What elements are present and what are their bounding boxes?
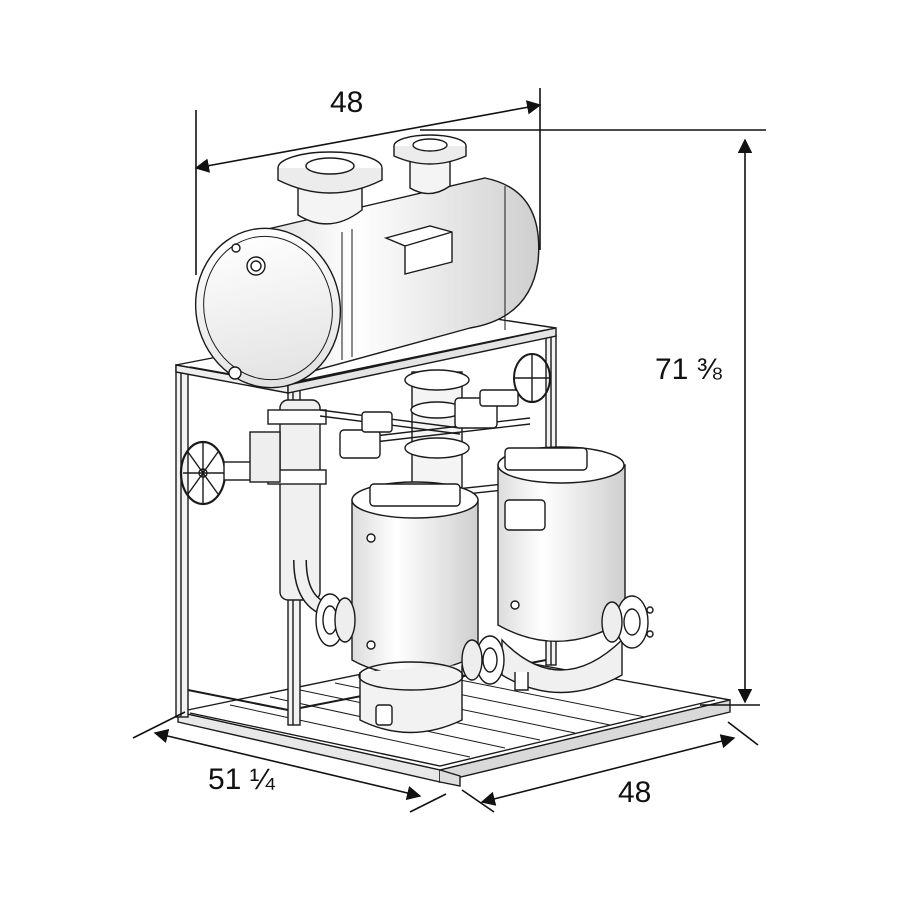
outlet-flange-right [601,595,654,649]
dimension-label-height: 71 ⅜ [655,353,722,386]
dimension-label-top-width: 48 [330,86,364,119]
handwheel-valve-right [513,353,551,403]
dimension-label-base-width: 48 [618,776,652,809]
dimension-height [420,129,766,706]
dimension-label-base-depth: 51 ¼ [208,763,275,796]
outlet-flange-center [461,635,529,691]
dimension-base-width [461,721,759,813]
dimension-top-width [194,88,542,275]
pump-tank-front [351,481,479,734]
pump-tank-rear [497,446,626,694]
outlet-flange-left [315,593,356,647]
handwheel-valve-left [179,431,281,506]
receiver-tank [194,177,540,389]
dimension-base-depth [132,711,447,813]
piping-vertical [267,369,470,619]
